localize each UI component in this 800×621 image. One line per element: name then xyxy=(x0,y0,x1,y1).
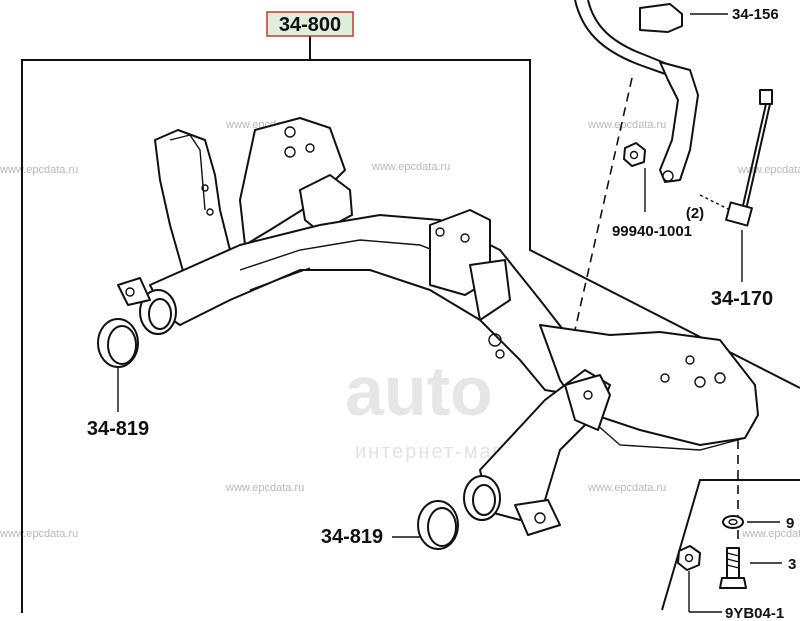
stabilizer-part-number[interactable]: 34-156 xyxy=(732,6,779,23)
bottom-nut-part-number[interactable]: 9YB04-1 xyxy=(725,605,784,621)
stabilizer-bar-rod xyxy=(574,0,669,76)
watermark-layer: www.epcdata.ru www.epcdata.ru www.epcdat… xyxy=(0,119,800,540)
hardware-bracket xyxy=(661,479,800,611)
link-part-number[interactable]: 34-170 xyxy=(711,288,773,310)
bushing-left-part-number[interactable]: 34-819 xyxy=(87,418,149,440)
bushing-right[interactable]: 34-819 xyxy=(321,500,459,550)
crossmember xyxy=(117,117,759,536)
bolt-head-icon xyxy=(719,577,747,589)
assembly-label-group[interactable]: 34-800 xyxy=(266,11,354,37)
stabilizer-bushing xyxy=(639,3,683,33)
watermark-logo: auto xyxy=(345,352,493,430)
assembly-part-number[interactable]: 34-800 xyxy=(279,14,341,36)
hex-nut-icon xyxy=(623,142,646,167)
watermark-text: www.epcdata.ru xyxy=(737,164,800,176)
stabilizer-bar[interactable]: 34-156 xyxy=(574,0,779,183)
bolt-shank xyxy=(726,547,740,579)
bolt[interactable]: 3 xyxy=(719,547,796,589)
watermark-text: www.epcdata.ru xyxy=(371,161,450,173)
bottom-nut[interactable]: 9YB04-1 xyxy=(677,545,784,621)
watermark-text: www.epcdata.ru xyxy=(587,482,666,494)
hex-nut-icon xyxy=(677,545,701,571)
washer-part-number[interactable]: 9 xyxy=(786,515,794,532)
stabilizer-link-rod xyxy=(741,103,767,211)
bushing-right-part-number[interactable]: 34-819 xyxy=(321,526,383,548)
nut-qty: (2) xyxy=(686,205,704,222)
stabilizer-bar-end xyxy=(659,61,699,183)
watermark-text: www.epcdata.ru xyxy=(225,482,304,494)
assembly-bracket xyxy=(21,36,800,613)
nut-99940[interactable]: (2) 99940-1001 xyxy=(612,142,704,240)
stabilizer-link[interactable]: 34-170 xyxy=(699,89,773,310)
watermark-text: www.epcdata.ru xyxy=(0,164,78,176)
washer-icon xyxy=(722,515,744,529)
washer[interactable]: 9 xyxy=(722,515,794,532)
assembly-label-highlight xyxy=(266,11,354,37)
bolt-part-number[interactable]: 3 xyxy=(788,556,796,573)
left-bracket xyxy=(299,174,353,233)
watermark-text: www.epcdata.ru xyxy=(741,528,800,540)
nut-part-number[interactable]: 99940-1001 xyxy=(612,223,692,240)
bushing-left[interactable]: 34-819 xyxy=(87,318,149,440)
watermark-text: www.epcdata.ru xyxy=(587,119,666,131)
watermark-text: www.epcdata.ru xyxy=(0,528,78,540)
